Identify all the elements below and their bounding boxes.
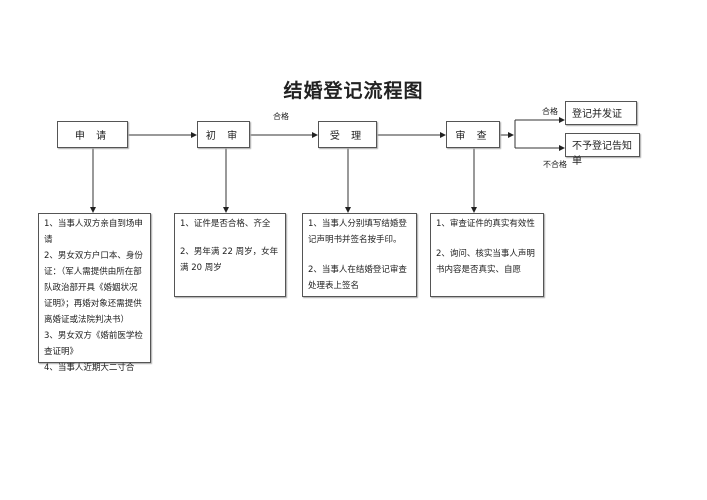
step-apply: 申 请 (57, 121, 128, 148)
step-preliminary-review: 初 审 (197, 121, 250, 148)
detail-accept: 1、当事人分别填写结婚登记声明书并签名按手印。 2、当事人在结婚登记审查处理表上… (302, 213, 417, 297)
result-reject: 不予登记告知单 (565, 133, 640, 167)
detail-apply: 1、当事人双方亲自到场申请 2、男女双方户口本、身份证：（军人需提供由所在部队政… (38, 213, 151, 373)
step-examine: 审 查 (446, 121, 500, 148)
detail-item: 3、男女双方《婚前医学检查证明》 (44, 331, 143, 357)
edge-label-pass: 合格 (273, 112, 289, 121)
detail-item: 2、男年满 22 周岁，女年满 20 周岁 (180, 247, 279, 273)
detail-item: 2、当事人在结婚登记审查处理表上签名 (308, 265, 407, 291)
edge-label-approve: 合格 (542, 107, 558, 116)
detail-item: 1、当事人分别填写结婚登记声明书并签名按手印。 (308, 219, 407, 245)
detail-item: 1、审查证件的真实有效性 (436, 219, 535, 229)
detail-item: 1、证件是否合格、齐全 (180, 219, 271, 229)
detail-preliminary-review: 1、证件是否合格、齐全 2、男年满 22 周岁，女年满 20 周岁 (174, 213, 286, 297)
edge-label-reject: 不合格 (543, 160, 567, 169)
detail-examine: 1、审查证件的真实有效性 2、询问、核实当事人声明书内容是否真实、自愿 (430, 213, 544, 297)
step-accept: 受 理 (318, 121, 377, 148)
detail-item: 1、当事人双方亲自到场申请 (44, 219, 143, 245)
detail-item: 2、男女双方户口本、身份证：（军人需提供由所在部队政治部开具《婚姻状况证明》；再… (44, 251, 143, 325)
result-approve: 登记并发证 (565, 101, 637, 125)
detail-item: 2、询问、核实当事人声明书内容是否真实、自愿 (436, 249, 535, 275)
page-title: 结婚登记流程图 (283, 80, 424, 102)
detail-item: 4、当事人近期大二寸合 (44, 363, 135, 373)
